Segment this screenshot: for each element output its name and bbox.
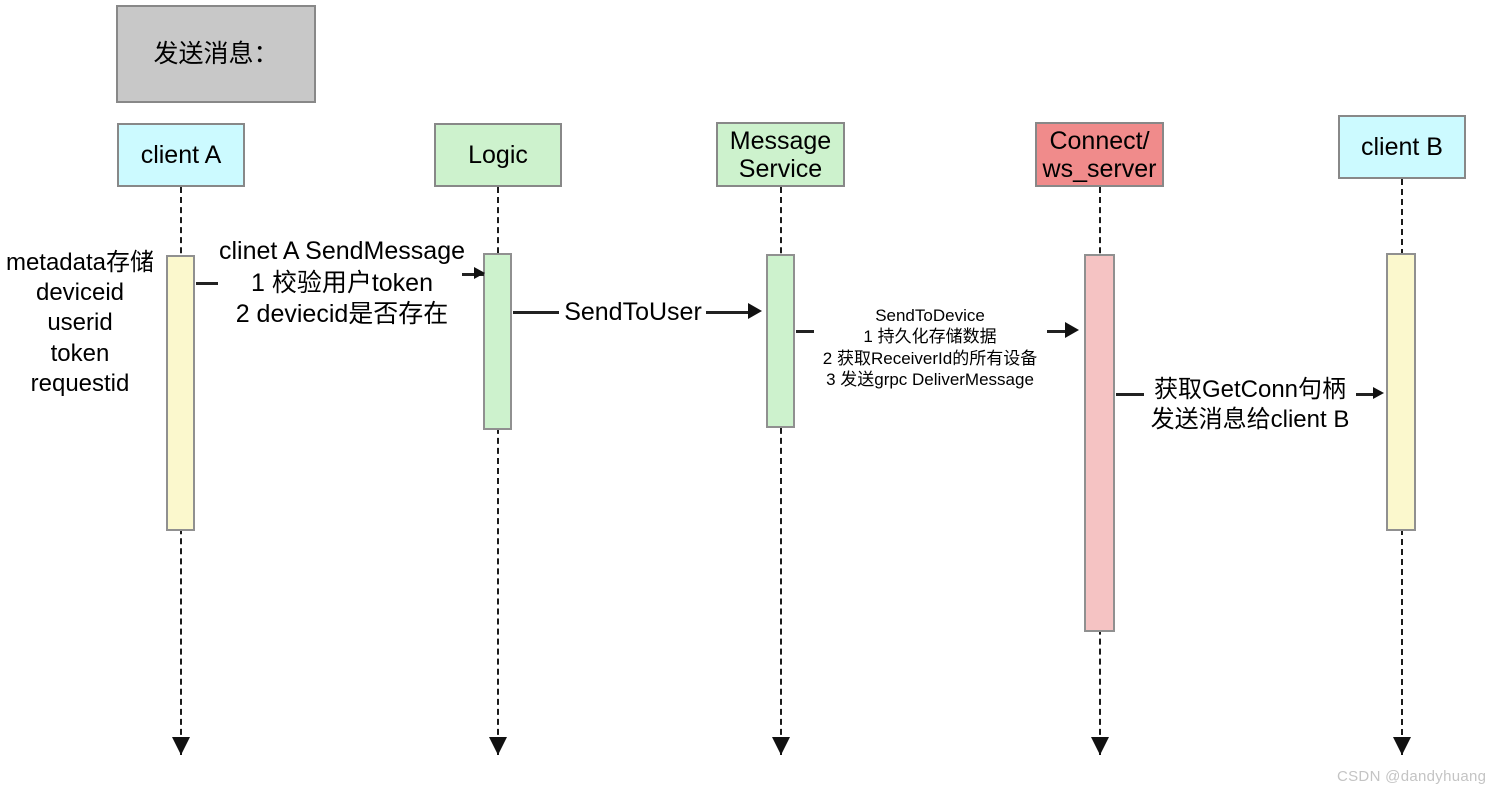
message-deliver-to-client-b-arrowhead: [1373, 387, 1384, 399]
lifeline-end-arrow-logic: [489, 737, 507, 755]
lifeline-end-arrow-message-service: [772, 737, 790, 755]
message-deliver-to-client-b-line-right: [1356, 393, 1374, 396]
lifeline-end-arrow-client-a: [172, 737, 190, 755]
lifeline-end-arrow-client-b: [1393, 737, 1411, 755]
participant-connect[interactable]: Connect/ ws_server: [1035, 122, 1164, 187]
participant-logic-label: Logic: [468, 141, 528, 169]
message-send-to-device-line-left: [796, 330, 814, 333]
message-send-message-line-right: [462, 273, 484, 276]
activation-bar-connect: [1084, 254, 1115, 632]
participant-client-b[interactable]: client B: [1338, 115, 1466, 179]
lifeline-message-service: [780, 187, 782, 755]
message-send-to-device-label: SendToDevice 1 持久化存储数据 2 获取ReceiverId的所有…: [822, 306, 1038, 390]
message-send-to-device-line-right: [1047, 330, 1067, 333]
activation-bar-logic: [483, 253, 512, 430]
participant-connect-label: Connect/ ws_server: [1042, 126, 1157, 183]
message-send-message-arrowhead: [474, 267, 485, 279]
activation-bar-message-service: [766, 254, 795, 428]
note-metadata-text: metadata存储 deviceid userid token request…: [5, 249, 155, 397]
message-send-to-device-arrowhead: [1065, 322, 1079, 338]
message-send-to-user-line-right: [706, 311, 749, 314]
watermark: CSDN @dandyhuang: [1337, 768, 1487, 785]
message-send-to-user-label: SendToUser: [564, 298, 702, 326]
diagram-title-box: 发送消息：: [116, 5, 316, 103]
message-deliver-to-client-b-label: 获取GetConn句柄 发送消息给client B: [1150, 376, 1350, 434]
message-deliver-to-client-b-line-left: [1116, 393, 1144, 396]
diagram-title-text: 发送消息：: [153, 40, 279, 68]
participant-message-service-label: Message Service: [729, 126, 832, 183]
participant-client-a-label: client A: [140, 141, 222, 169]
participant-client-b-label: client B: [1361, 133, 1443, 161]
message-send-to-user-arrowhead: [748, 303, 762, 319]
message-send-to-user-line-left: [513, 311, 559, 314]
participant-logic[interactable]: Logic: [434, 123, 562, 187]
message-send-message-label: clinet A SendMessage 1 校验用户token 2 devie…: [219, 237, 465, 328]
activation-bar-client-b: [1386, 253, 1416, 531]
message-send-message-line-left: [196, 282, 218, 285]
lifeline-logic: [497, 187, 499, 755]
participant-client-a[interactable]: client A: [117, 123, 245, 187]
participant-message-service[interactable]: Message Service: [716, 122, 845, 187]
lifeline-end-arrow-connect: [1091, 737, 1109, 755]
activation-bar-client-a: [166, 255, 195, 531]
